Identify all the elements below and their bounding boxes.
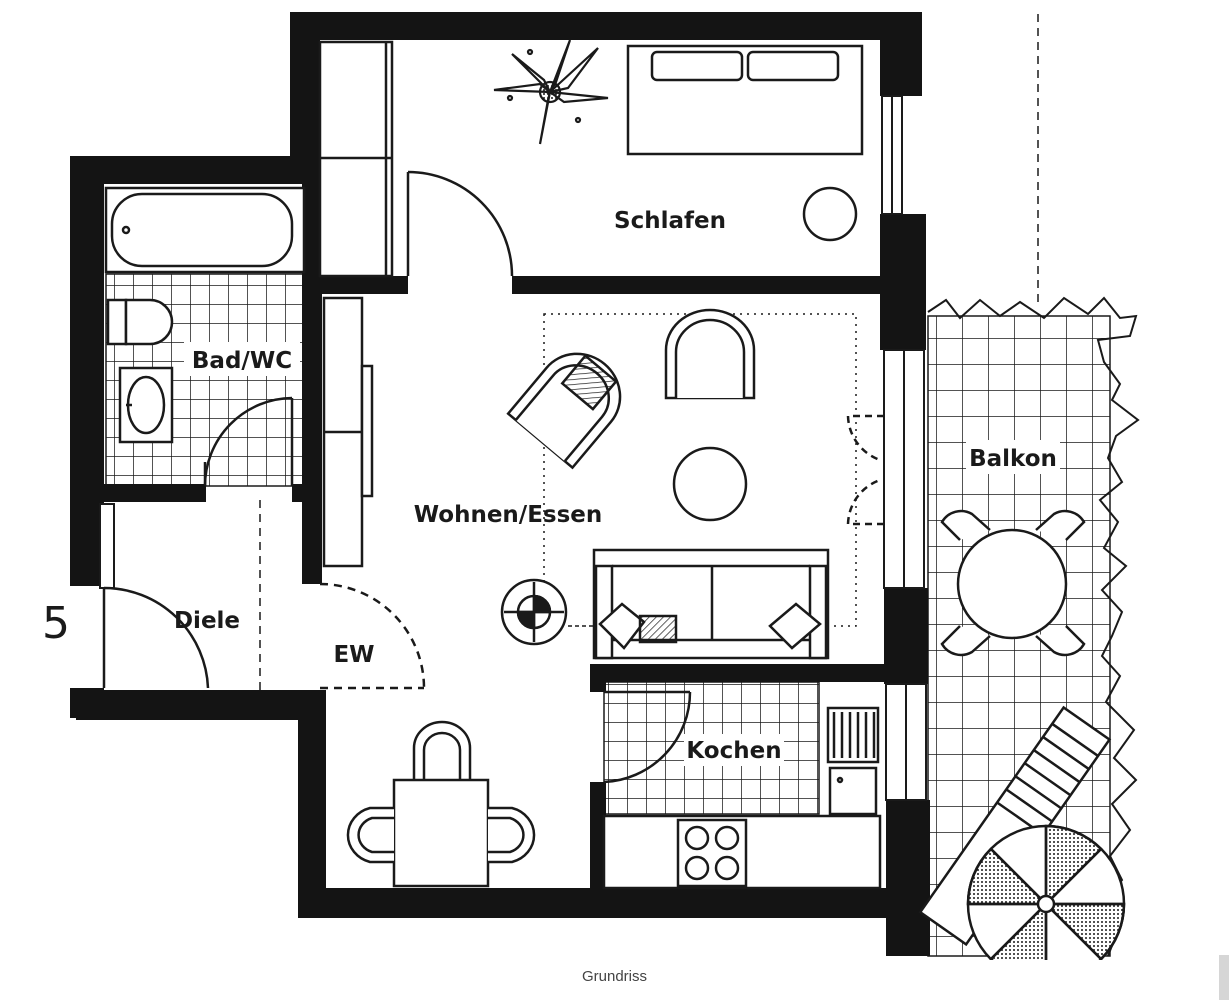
plant-hedge [927,296,1140,957]
floor-lamp-icon [500,578,568,646]
room-labels: Schlafen Bad/WC Wohnen/Essen Balkon Diel… [42,202,1060,766]
label-bad-wc: Bad/WC [192,348,292,374]
plant-icon [493,39,609,145]
toilet [106,298,174,346]
sun-lounger [918,705,1112,947]
stove-icon [676,818,748,888]
scrollbar-edge[interactable] [1219,955,1229,1000]
label-diele: Diele [174,608,240,634]
label-ew: EW [333,642,374,668]
windows [99,95,927,801]
lounge-chair [506,352,622,470]
wardrobe-bedroom [318,40,394,278]
label-wohnen-essen: Wohnen/Essen [414,502,603,528]
label-kochen: Kochen [686,738,781,764]
dashed-lines [259,14,1039,690]
floor-plan: Schlafen Bad/WC Wohnen/Essen Balkon Diel… [42,12,1140,960]
washbasin [118,366,174,444]
bathtub [104,186,306,274]
unit-number: 5 [42,598,70,649]
label-balkon: Balkon [969,446,1057,472]
walls [70,12,930,956]
dining-set [346,720,536,888]
parasol-icon [966,824,1126,960]
sofa [592,548,830,660]
coffee-table [672,446,748,522]
wardrobe-living [322,296,374,568]
bed [626,44,864,156]
image-caption: Grundriss [581,968,648,985]
side-table [802,186,858,242]
balcony-table-set [940,509,1086,657]
armchair [664,308,756,400]
label-schlafen: Schlafen [614,208,726,234]
